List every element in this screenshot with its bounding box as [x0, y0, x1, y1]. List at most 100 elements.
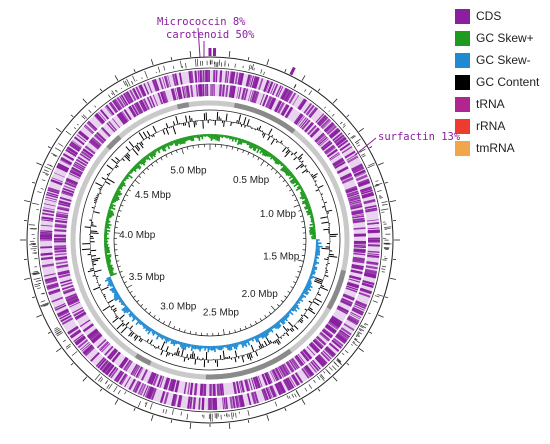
outer-feature-tick: [37, 191, 42, 194]
cds-feature: [97, 358, 107, 369]
gc-skew-plus-bar: [309, 229, 316, 232]
gc-content-bar: [157, 345, 160, 349]
cds-feature: [202, 84, 205, 97]
gc-skew-minus-bar: [302, 290, 309, 296]
gc-content-bar: [91, 259, 99, 262]
outer-feature-tick: [43, 169, 49, 173]
gc-content-bar: [225, 113, 228, 122]
cds-feature: [106, 122, 116, 133]
gc-content-bar: [184, 122, 187, 126]
cds-feature: [66, 147, 78, 156]
outer-feature-tick: [333, 361, 337, 365]
cds-feature: [351, 163, 363, 171]
gc-skew-plus-bar: [113, 194, 120, 199]
gc-content-bar: [98, 187, 102, 191]
cds-feature: [316, 135, 327, 145]
outer-feature-tick: [374, 295, 380, 298]
gc-skew-plus-bar: [137, 161, 141, 165]
cds-feature: [189, 396, 193, 409]
cds-feature: [352, 256, 365, 260]
gc-skew-minus-bar: [152, 330, 157, 336]
outer-tick: [369, 331, 373, 334]
gc-content-bar: [165, 128, 170, 135]
cds-feature: [82, 148, 94, 158]
cds-feature: [199, 383, 203, 396]
cds-feature: [167, 75, 171, 88]
scale-tick: [297, 271, 301, 273]
scale-tick: [115, 221, 119, 223]
cds-feature: [179, 395, 183, 408]
cds-feature: [353, 248, 366, 251]
cds-feature: [40, 246, 53, 249]
gc-content-bar: [185, 115, 188, 123]
cds-feature: [135, 102, 143, 114]
cds-feature: [364, 205, 377, 210]
surfactin-leader: [354, 137, 377, 156]
gc-skew-minus-bar: [298, 297, 304, 303]
gc-skew-minus-bar: [281, 317, 286, 322]
gc-skew-plus-bar: [105, 220, 111, 223]
gc-content-bar: [104, 181, 111, 185]
cds-feature: [42, 209, 55, 214]
gc-skew-minus-bar: [232, 343, 236, 349]
outer-tick: [150, 414, 154, 421]
gc-skew-minus-bar: [175, 340, 179, 345]
gc-content-bar: [301, 169, 308, 174]
gc-skew-plus-bar: [105, 258, 111, 262]
gc-skew-plus-bar: [154, 148, 158, 152]
scale-label-0-5: 0.5 Mbp: [233, 175, 270, 186]
gc-skew-minus-bar: [139, 321, 144, 326]
outer-tick: [36, 314, 43, 318]
scale-tick: [140, 304, 144, 307]
cds-feature: [41, 216, 54, 220]
gc-content-bar: [112, 317, 119, 323]
cds-feature: [321, 329, 332, 339]
gc-content-bar: [272, 341, 275, 344]
gc-content-bar: [291, 327, 295, 331]
scale-tick: [150, 163, 154, 167]
cds-feature: [309, 343, 319, 353]
cds-feature: [343, 323, 355, 331]
cds-feature: [269, 370, 276, 382]
gc-content-bar: [172, 125, 177, 135]
gc-skew-plus-bar: [252, 144, 257, 151]
outer-feature-tick: [355, 335, 358, 338]
gc-content-bar: [182, 122, 185, 126]
scale-tick: [121, 276, 125, 279]
gc-skew-plus-bar: [163, 144, 167, 149]
outer-feature-tick: [195, 58, 197, 67]
cds-feature: [78, 131, 89, 140]
gc-skew-minus-bar: [286, 312, 290, 317]
gc-content-bar: [124, 155, 131, 162]
outer-tick: [70, 362, 74, 366]
cds-feature: [197, 70, 200, 83]
gc-skew-plus-bar: [108, 269, 114, 273]
cds-feature: [324, 122, 335, 133]
cds-feature: [349, 202, 362, 207]
cds-feature: [351, 265, 364, 270]
gc-skew-minus-bar: [113, 290, 118, 295]
scale-tick: [165, 154, 168, 158]
cds-feature: [68, 172, 81, 179]
cds-feature: [142, 385, 149, 397]
gc-content-bar: [132, 148, 139, 156]
cds-feature: [344, 323, 355, 330]
cds-feature: [74, 335, 85, 344]
cds-feature: [73, 309, 85, 317]
outer-feature-tick: [141, 77, 143, 80]
gc-skew-plus-bar: [138, 160, 143, 165]
gc-skew-minus-bar: [194, 344, 197, 350]
gc-content-bar: [193, 353, 196, 359]
gc-skew-plus-bar: [174, 139, 179, 146]
gc-content-bar: [271, 134, 274, 138]
gc-skew-plus-bar: [130, 168, 135, 172]
gc-content-bar: [268, 128, 273, 136]
cds-feature: [43, 203, 56, 207]
cds-feature: [65, 178, 78, 185]
gc-skew-minus-bar: [231, 343, 234, 348]
cds-feature: [349, 313, 361, 320]
gc-skew-minus-bar: [311, 267, 318, 271]
cds-feature: [342, 178, 354, 185]
gc-skew-minus-bar: [113, 295, 121, 301]
gc-skew-plus-bar: [306, 211, 313, 214]
